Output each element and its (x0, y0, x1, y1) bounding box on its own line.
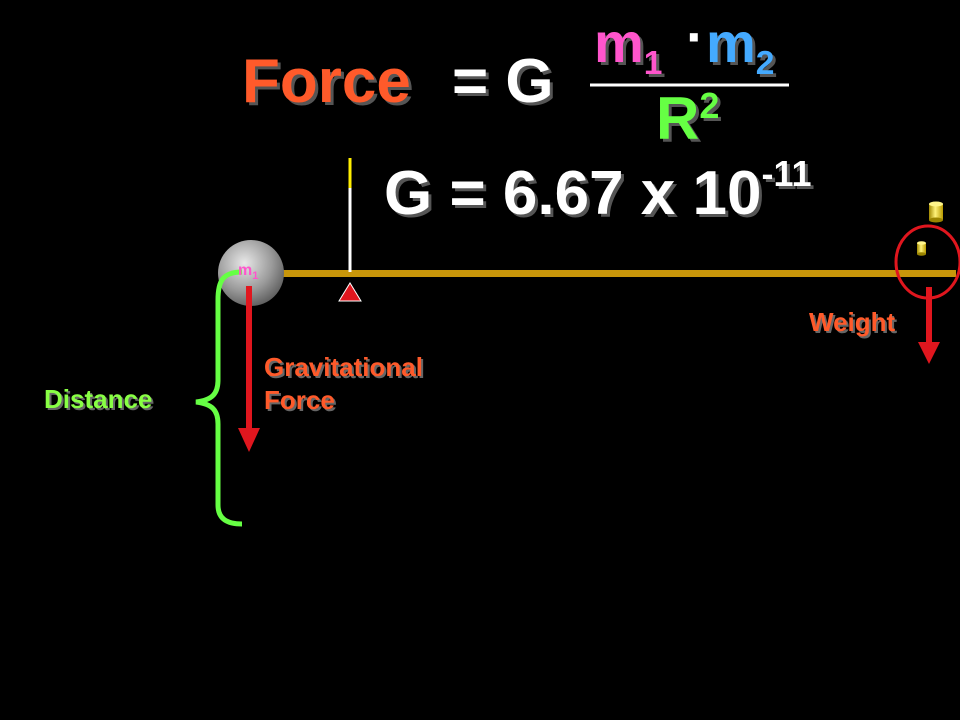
mass-ball (218, 240, 284, 306)
numerator-m1: m1 (594, 11, 663, 83)
weight-arrow-head (918, 342, 940, 364)
equals-g: = G (452, 47, 554, 116)
gravitational-force-label: Gravitational Force (264, 352, 423, 415)
ball-label: m1 (238, 262, 259, 283)
multiplication-dot: · (686, 5, 705, 68)
gravitational-force-arrow-head (238, 428, 260, 452)
fulcrum-triangle (338, 282, 362, 302)
distance-brace (195, 269, 243, 527)
weight-cylinder-small (917, 241, 926, 256)
force-label: Force (242, 47, 411, 116)
numerator-m2: m2 (706, 11, 775, 83)
balance-beam (250, 270, 956, 277)
gravitational-constant: G = 6.67 x 10-11 (384, 153, 812, 228)
denominator-r2: R2 (656, 85, 720, 152)
weight-label: Weight (809, 307, 896, 337)
weight-cylinder-large (929, 201, 943, 223)
distance-label: Distance (44, 384, 153, 414)
constant-exponent: -11 (761, 153, 812, 195)
